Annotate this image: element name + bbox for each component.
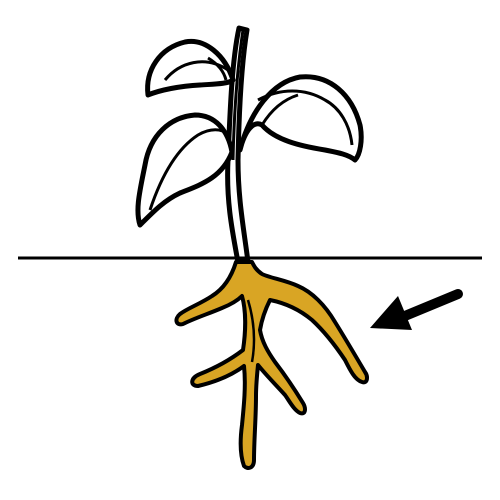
- leaf-middle-left: [135, 112, 235, 228]
- arrow-icon: [370, 289, 463, 330]
- roots: [174, 260, 369, 470]
- leaf-top-left: [145, 38, 236, 98]
- leaf-right: [237, 74, 364, 163]
